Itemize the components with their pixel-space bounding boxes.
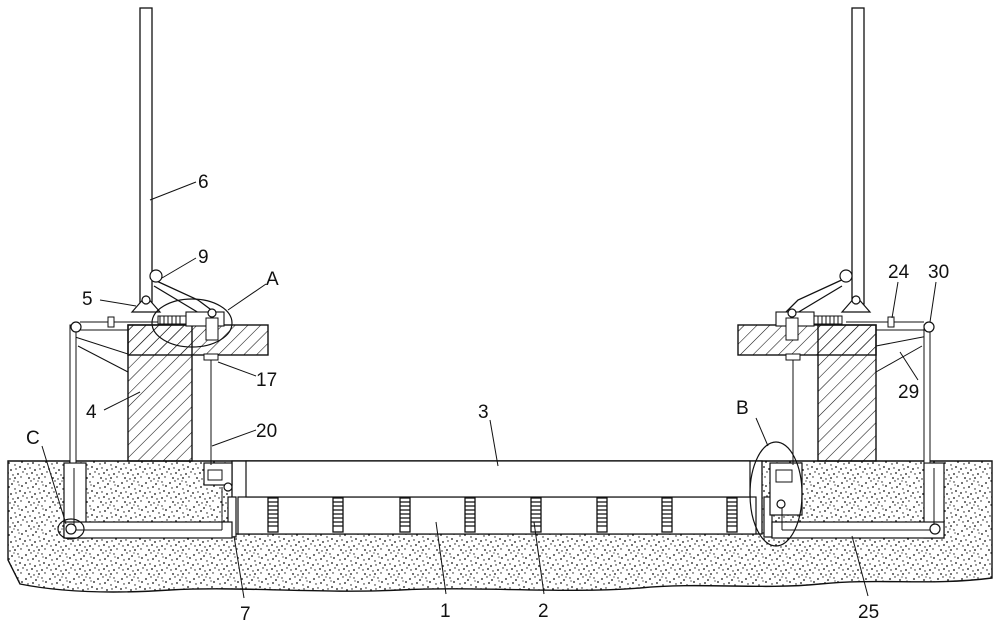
spring xyxy=(661,497,673,533)
label-29: 29 xyxy=(898,382,919,403)
label-c: C xyxy=(26,428,40,449)
label-30: 30 xyxy=(928,262,949,283)
detail-circle-c xyxy=(57,518,85,540)
label-2: 2 xyxy=(538,601,549,622)
right-side-post xyxy=(763,496,773,538)
spring xyxy=(530,497,542,533)
right-bottom-pulley xyxy=(929,523,941,535)
left-pole xyxy=(139,7,153,305)
cover-plate xyxy=(245,460,751,498)
label-25: 25 xyxy=(858,602,879,623)
label-5: 5 xyxy=(82,289,93,310)
spring xyxy=(399,497,411,533)
detail-circle-b xyxy=(749,441,803,547)
label-7: 7 xyxy=(240,604,251,625)
left-box-pulley xyxy=(223,482,233,492)
spring xyxy=(332,497,344,533)
left-box-detail xyxy=(207,469,223,481)
left-pulley-c xyxy=(65,523,77,535)
label-9: 9 xyxy=(198,247,209,268)
label-20: 20 xyxy=(256,421,277,442)
label-6: 6 xyxy=(198,172,209,193)
right-pole xyxy=(851,7,865,305)
spring xyxy=(267,497,279,533)
left-tower xyxy=(69,7,269,465)
right-tower xyxy=(737,7,935,465)
detail-circle-a xyxy=(151,298,233,348)
label-4: 4 xyxy=(86,402,97,423)
spring-group xyxy=(267,497,738,533)
label-24: 24 xyxy=(888,262,910,283)
spring xyxy=(596,497,608,533)
label-a: A xyxy=(266,269,279,290)
leader-lines xyxy=(41,181,937,599)
right-box-pulley xyxy=(776,499,786,509)
label-3: 3 xyxy=(478,402,489,423)
right-box-detail xyxy=(775,469,793,483)
tensioner-24 xyxy=(887,316,895,328)
spring xyxy=(726,497,738,533)
label-b: B xyxy=(736,398,749,419)
base-plate xyxy=(237,496,757,535)
spring xyxy=(464,497,476,533)
label-1: 1 xyxy=(440,601,451,622)
label-17: 17 xyxy=(256,370,277,391)
